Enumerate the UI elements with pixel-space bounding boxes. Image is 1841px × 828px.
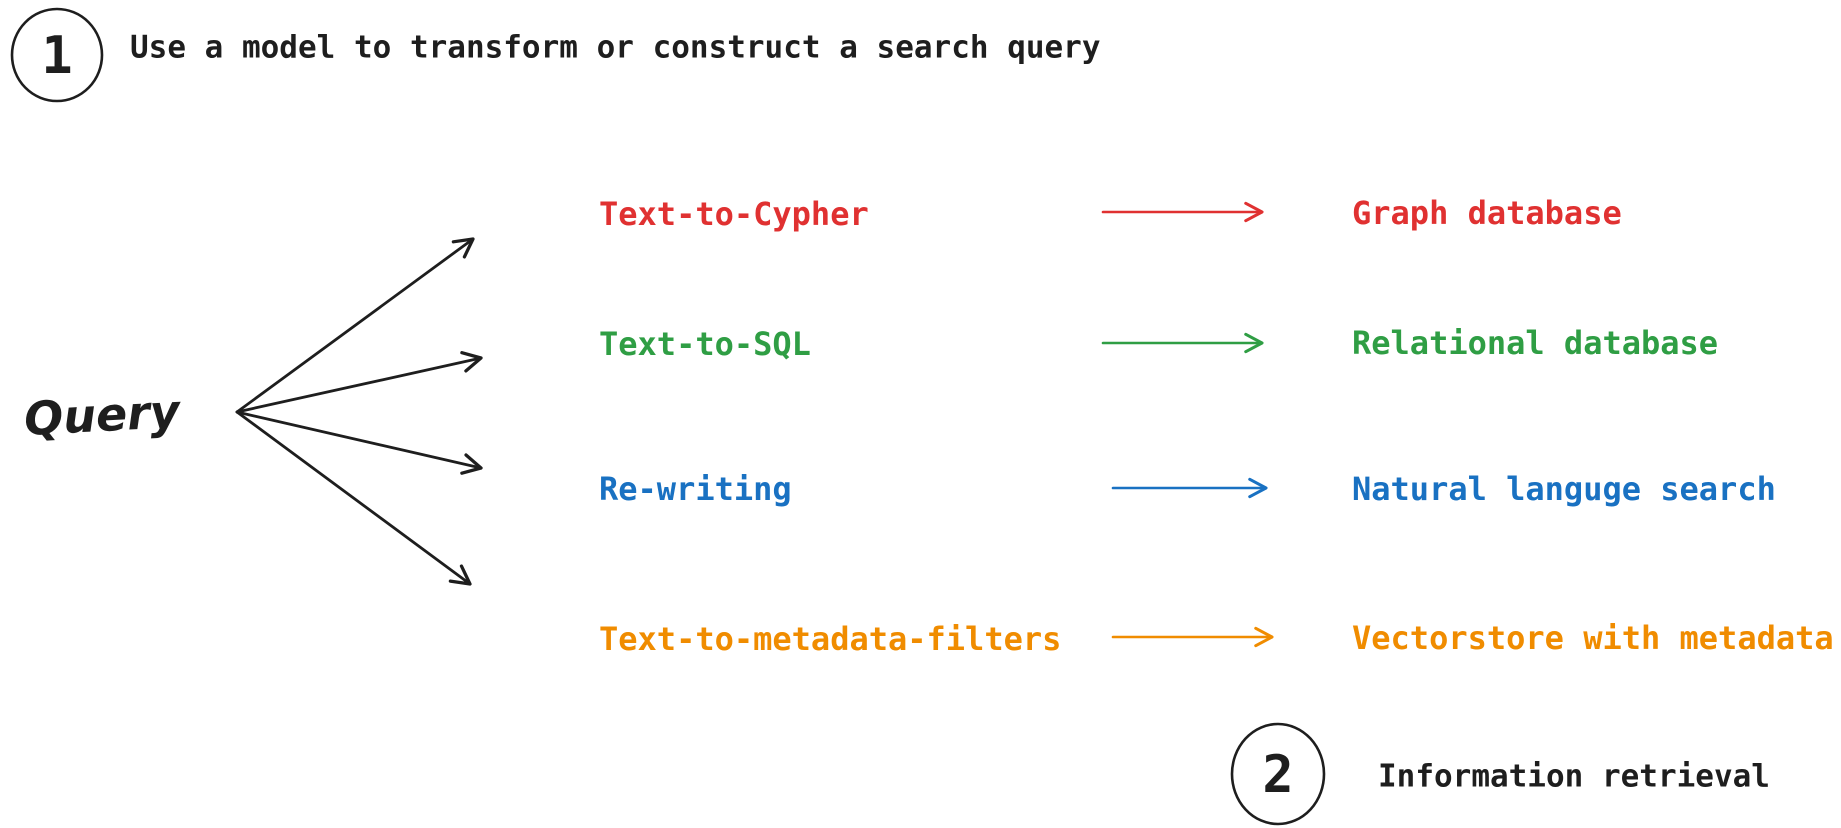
target-label-graph-database: Graph database bbox=[1352, 194, 1622, 232]
fan-arrow-1 bbox=[235, 237, 475, 414]
step-1-number: 1 bbox=[41, 26, 73, 86]
method-label-text-to-metadata-filters: Text-to-metadata-filters bbox=[599, 620, 1062, 658]
target-label-natural-language-search: Natural languge search bbox=[1352, 470, 1776, 508]
method-label-re-writing: Re-writing bbox=[599, 470, 792, 508]
method-label-text-to-cypher: Text-to-Cypher bbox=[599, 195, 869, 233]
fan-arrow-3 bbox=[235, 410, 483, 475]
query-label: Query bbox=[22, 383, 182, 447]
step-2-label: Information retrieval bbox=[1378, 758, 1770, 795]
fan-arrow-4 bbox=[235, 410, 472, 586]
step-2-number: 2 bbox=[1262, 745, 1294, 805]
target-label-vectorstore-with-metadata: Vectorstore with metadata bbox=[1352, 619, 1834, 657]
method-label-text-to-sql: Text-to-SQL bbox=[599, 325, 811, 363]
fan-arrow-2 bbox=[235, 351, 483, 414]
target-label-relational-database: Relational database bbox=[1352, 324, 1719, 362]
step-1-label: Use a model to transform or construct a … bbox=[130, 29, 1101, 66]
